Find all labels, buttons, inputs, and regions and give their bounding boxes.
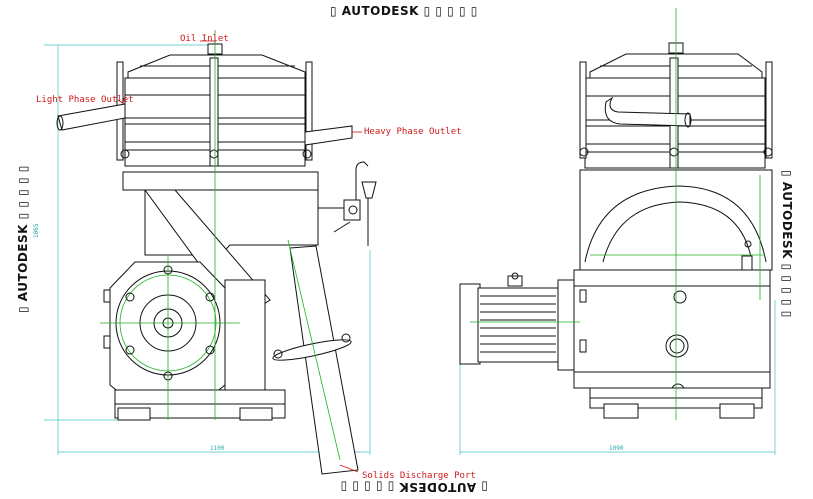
watermark-top: ▯ AUTODESK ▯ ▯ ▯ ▯ ▯ — [330, 4, 478, 18]
side-elevation-view — [44, 30, 377, 475]
watermark-left: ▯ AUTODESK ▯ ▯ ▯ ▯ ▯ — [16, 165, 30, 313]
oil-inlet-label: Oil Inlet — [180, 34, 229, 44]
drive-motor — [459, 272, 575, 371]
front-gearbox — [573, 269, 771, 397]
left-centerlines — [100, 30, 341, 461]
left-dimension-lines — [44, 44, 371, 455]
heavy-phase-outlet-pipe — [304, 125, 353, 146]
right-centerlines — [470, 8, 765, 420]
heavy-phase-outlet-label: Heavy Phase Outlet — [364, 127, 462, 137]
front-bowl-housing — [579, 57, 773, 169]
right-width-dimension: 1090 — [609, 445, 624, 452]
sampling-valve — [318, 161, 377, 246]
left-callout-leaders — [117, 40, 362, 473]
light-phase-outlet-label: Light Phase Outlet — [36, 95, 134, 105]
solids-discharge-port-label: Solids Discharge Port — [362, 471, 476, 481]
left-width-dimension: 1100 — [210, 445, 225, 452]
left-base — [114, 389, 286, 421]
solids-discharge-chute — [272, 245, 359, 475]
light-phase-outlet-pipe — [56, 103, 126, 131]
watermark-right: ▯ AUTODESK ▯ ▯ ▯ ▯ ▯ — [780, 170, 794, 318]
left-height-dimension: 1065 — [33, 223, 40, 238]
front-elevation-view — [459, 8, 776, 455]
drive-gearbox — [103, 261, 266, 406]
watermark-bottom: ▯ AUTODESK ▯ ▯ ▯ ▯ ▯ — [340, 480, 488, 494]
